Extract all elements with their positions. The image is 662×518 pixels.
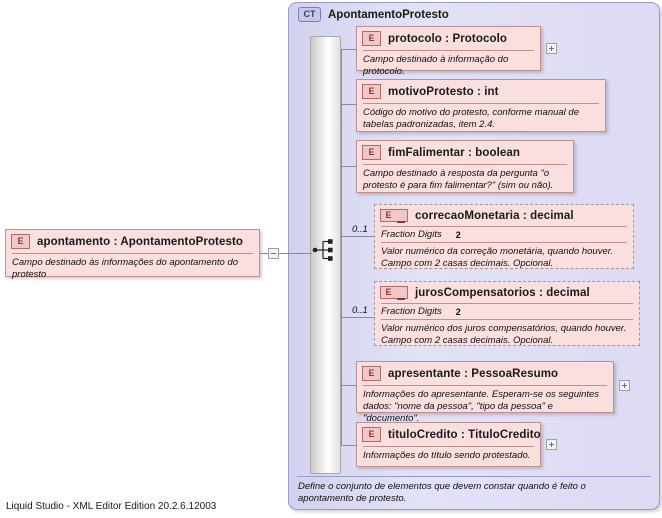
child-name-correcaomonetaria: correcaoMonetaria : decimal xyxy=(415,209,574,222)
child-title-apresentante: E apresentante : PessoaResumo xyxy=(357,362,613,385)
child-name-juroscompensatorios: jurosCompensatorios : decimal xyxy=(415,286,590,299)
root-element-collapse-toggle[interactable] xyxy=(268,248,279,259)
element-icon: E xyxy=(11,234,30,249)
child-divider-juroscompensatorios-1 xyxy=(381,303,633,304)
child-title-fimfalimentar: E fimFalimentar : boolean xyxy=(357,141,573,164)
child-description-juroscompensatorios: Valor numérico dos juros compensatórios,… xyxy=(381,323,627,347)
child-title-juroscompensatorios: E jurosCompensatorios : decimal xyxy=(375,282,639,303)
connector-child-3 xyxy=(341,166,356,167)
element-icon-letter: E xyxy=(385,287,392,297)
child-divider-motivoprotesto xyxy=(363,103,599,104)
complex-type-header: CT ApontamentoProtesto xyxy=(289,3,659,22)
child-element-box-correcaomonetaria[interactable]: E correcaoMonetaria : decimal Fraction D… xyxy=(374,204,634,269)
facet-label: Fraction Digits xyxy=(381,229,442,240)
child-title-protocolo: E protocolo : Protocolo xyxy=(357,27,540,50)
root-element-description: Campo destinado às informações do aponta… xyxy=(12,257,239,281)
child-divider-fimfalimentar xyxy=(363,164,567,165)
child-divider-juroscompensatorios-2 xyxy=(381,319,633,320)
child-element-box-titulocredito[interactable]: E tituloCredito : TituloCredito Informaç… xyxy=(356,422,541,467)
complex-type-description: Define o conjunto de elementos que devem… xyxy=(298,481,586,505)
connector-toggle-to-sequence xyxy=(279,253,312,254)
child-element-box-apresentante[interactable]: E apresentante : PessoaResumo Informaçõe… xyxy=(356,361,614,424)
element-icon: E xyxy=(362,31,381,46)
element-optional-icon: E xyxy=(380,286,408,300)
child-name-motivoprotesto: motivoProtesto : int xyxy=(388,85,499,98)
cardinality-juroscompensatorios: 0..1 xyxy=(352,305,368,316)
connector-root-to-toggle xyxy=(260,253,268,254)
complex-type-icon: CT xyxy=(298,7,321,22)
connector-child-1 xyxy=(341,49,356,50)
complex-type-name: ApontamentoProtesto xyxy=(328,8,449,21)
sequence-group-bar[interactable] xyxy=(310,36,341,474)
element-icon: E xyxy=(362,84,381,99)
connector-child-7 xyxy=(341,445,356,446)
child-element-box-protocolo[interactable]: E protocolo : Protocolo Campo destinado … xyxy=(356,26,541,77)
connector-child-4 xyxy=(341,236,374,237)
connector-child-2 xyxy=(341,104,356,105)
root-element-title: E apontamento : ApontamentoProtesto xyxy=(6,230,259,253)
element-optional-icon: E xyxy=(380,209,408,223)
child-divider-titulocredito xyxy=(363,446,534,447)
facet-label: Fraction Digits xyxy=(381,306,442,317)
child-divider-correcaomonetaria-2 xyxy=(381,242,627,243)
root-element-name: apontamento : ApontamentoProtesto xyxy=(37,235,244,248)
child-name-protocolo: protocolo : Protocolo xyxy=(388,32,508,45)
child-name-fimfalimentar: fimFalimentar : boolean xyxy=(388,146,521,159)
facet-value: 2 xyxy=(455,306,461,317)
child-description-correcaomonetaria: Valor numérico da correção monetária, qu… xyxy=(381,246,614,270)
connector-trunk xyxy=(341,49,342,445)
complex-type-divider xyxy=(297,476,651,477)
cardinality-correcaomonetaria: 0..1 xyxy=(352,224,368,235)
root-element-box[interactable]: E apontamento : ApontamentoProtesto Camp… xyxy=(5,229,260,280)
sequence-connector-icon xyxy=(312,239,333,261)
element-icon: E xyxy=(362,366,381,381)
child-expand-toggle-titulocredito[interactable] xyxy=(546,439,557,450)
element-icon: E xyxy=(362,145,381,160)
child-name-apresentante: apresentante : PessoaResumo xyxy=(388,367,559,380)
child-title-motivoprotesto: E motivoProtesto : int xyxy=(357,80,605,103)
child-divider-protocolo xyxy=(363,50,534,51)
child-expand-toggle-apresentante[interactable] xyxy=(619,380,630,391)
child-element-box-juroscompensatorios[interactable]: E jurosCompensatorios : decimal Fraction… xyxy=(374,281,640,346)
child-name-titulocredito: tituloCredito : TituloCredito xyxy=(388,428,541,441)
app-footer-label: Liquid Studio - XML Editor Edition 20.2.… xyxy=(6,501,217,512)
child-description-titulocredito: Informações do título sendo protestado. xyxy=(363,450,531,461)
child-description-protocolo: Campo destinado à informação do protocol… xyxy=(363,54,509,78)
root-element-divider xyxy=(12,253,253,254)
connector-child-5 xyxy=(341,317,374,318)
child-description-apresentante: Informações do apresentante. Esperam-se … xyxy=(363,389,600,425)
child-title-correcaomonetaria: E correcaoMonetaria : decimal xyxy=(375,205,633,226)
facet-row-correcaomonetaria: Fraction Digits 2 xyxy=(375,227,633,242)
child-element-box-motivoprotesto[interactable]: E motivoProtesto : int Código do motivo … xyxy=(356,79,606,132)
child-divider-apresentante xyxy=(363,385,607,386)
child-description-motivoprotesto: Código do motivo do protesto, conforme m… xyxy=(363,107,579,131)
element-icon: E xyxy=(362,427,381,442)
facet-value: 2 xyxy=(455,229,461,240)
connector-child-6 xyxy=(341,385,356,386)
child-element-box-fimfalimentar[interactable]: E fimFalimentar : boolean Campo destinad… xyxy=(356,140,574,193)
child-divider-correcaomonetaria-1 xyxy=(381,226,627,227)
child-expand-toggle-protocolo[interactable] xyxy=(546,43,557,54)
child-title-titulocredito: E tituloCredito : TituloCredito xyxy=(357,423,541,446)
element-icon-letter: E xyxy=(385,210,392,220)
child-description-fimfalimentar: Campo destinado à resposta da pergunta "… xyxy=(363,168,554,192)
facet-row-juroscompensatorios: Fraction Digits 2 xyxy=(375,304,639,319)
